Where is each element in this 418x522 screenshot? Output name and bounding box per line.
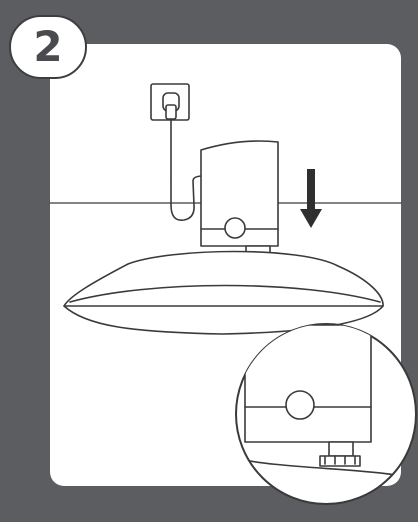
- camera-body: [200, 140, 279, 267]
- arrow-down-icon: [300, 169, 322, 228]
- zoom-detail: [235, 323, 417, 505]
- step-number: 2: [33, 22, 63, 71]
- step-badge: 2: [9, 15, 87, 79]
- lamp-dome: [63, 250, 384, 335]
- power-outlet-icon: [150, 83, 190, 121]
- power-cable: [170, 118, 204, 222]
